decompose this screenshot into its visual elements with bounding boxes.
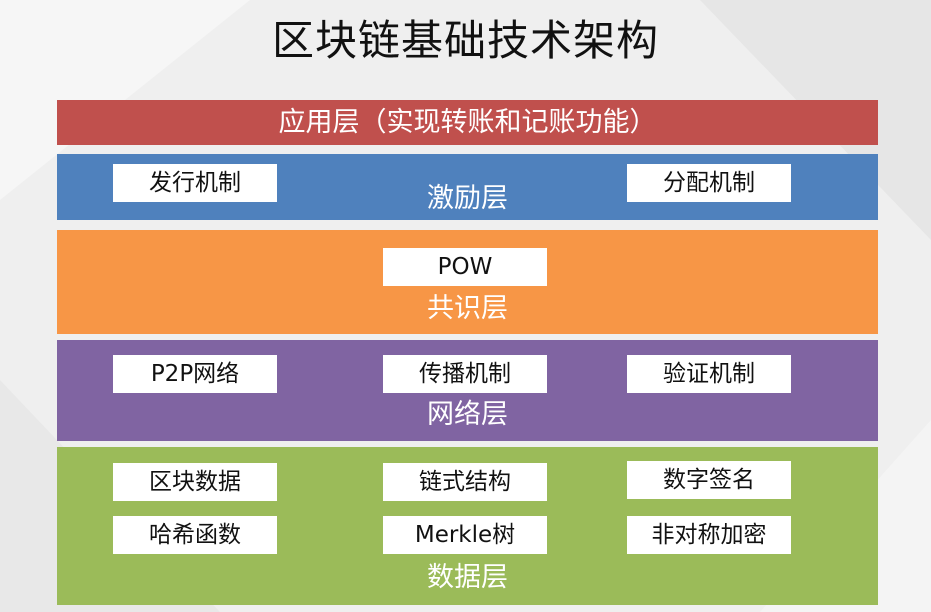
- network-layer-label: 网络层: [427, 399, 508, 430]
- application-layer: 应用层（实现转账和记账功能）: [57, 100, 878, 145]
- block-data-box: 区块数据: [113, 463, 277, 501]
- incentive-layer: 发行机制 分配机制 激励层: [57, 154, 878, 220]
- hash-function-box: 哈希函数: [113, 516, 277, 554]
- application-layer-label: 应用层（实现转账和记账功能）: [278, 107, 657, 138]
- propagation-mechanism-box: 传播机制: [383, 355, 547, 393]
- pow-box: POW: [383, 248, 547, 286]
- consensus-layer-label: 共识层: [427, 293, 508, 324]
- data-layer: 区块数据 链式结构 数字签名 哈希函数 Merkle树 非对称加密 数据层: [57, 447, 878, 605]
- network-layer: P2P网络 传播机制 验证机制 网络层: [57, 340, 878, 441]
- verification-mechanism-box: 验证机制: [627, 355, 791, 393]
- incentive-layer-label: 激励层: [427, 183, 508, 214]
- data-layer-label: 数据层: [427, 562, 508, 593]
- digital-signature-box: 数字签名: [627, 461, 791, 499]
- issuance-mechanism-box: 发行机制: [113, 164, 277, 202]
- chain-structure-box: 链式结构: [383, 463, 547, 501]
- diagram-title: 区块链基础技术架构: [271, 16, 659, 65]
- p2p-network-box: P2P网络: [113, 355, 277, 393]
- asymmetric-encryption-box: 非对称加密: [627, 516, 791, 554]
- merkle-tree-box: Merkle树: [383, 516, 547, 554]
- consensus-layer: POW 共识层: [57, 230, 878, 334]
- distribution-mechanism-box: 分配机制: [627, 164, 791, 202]
